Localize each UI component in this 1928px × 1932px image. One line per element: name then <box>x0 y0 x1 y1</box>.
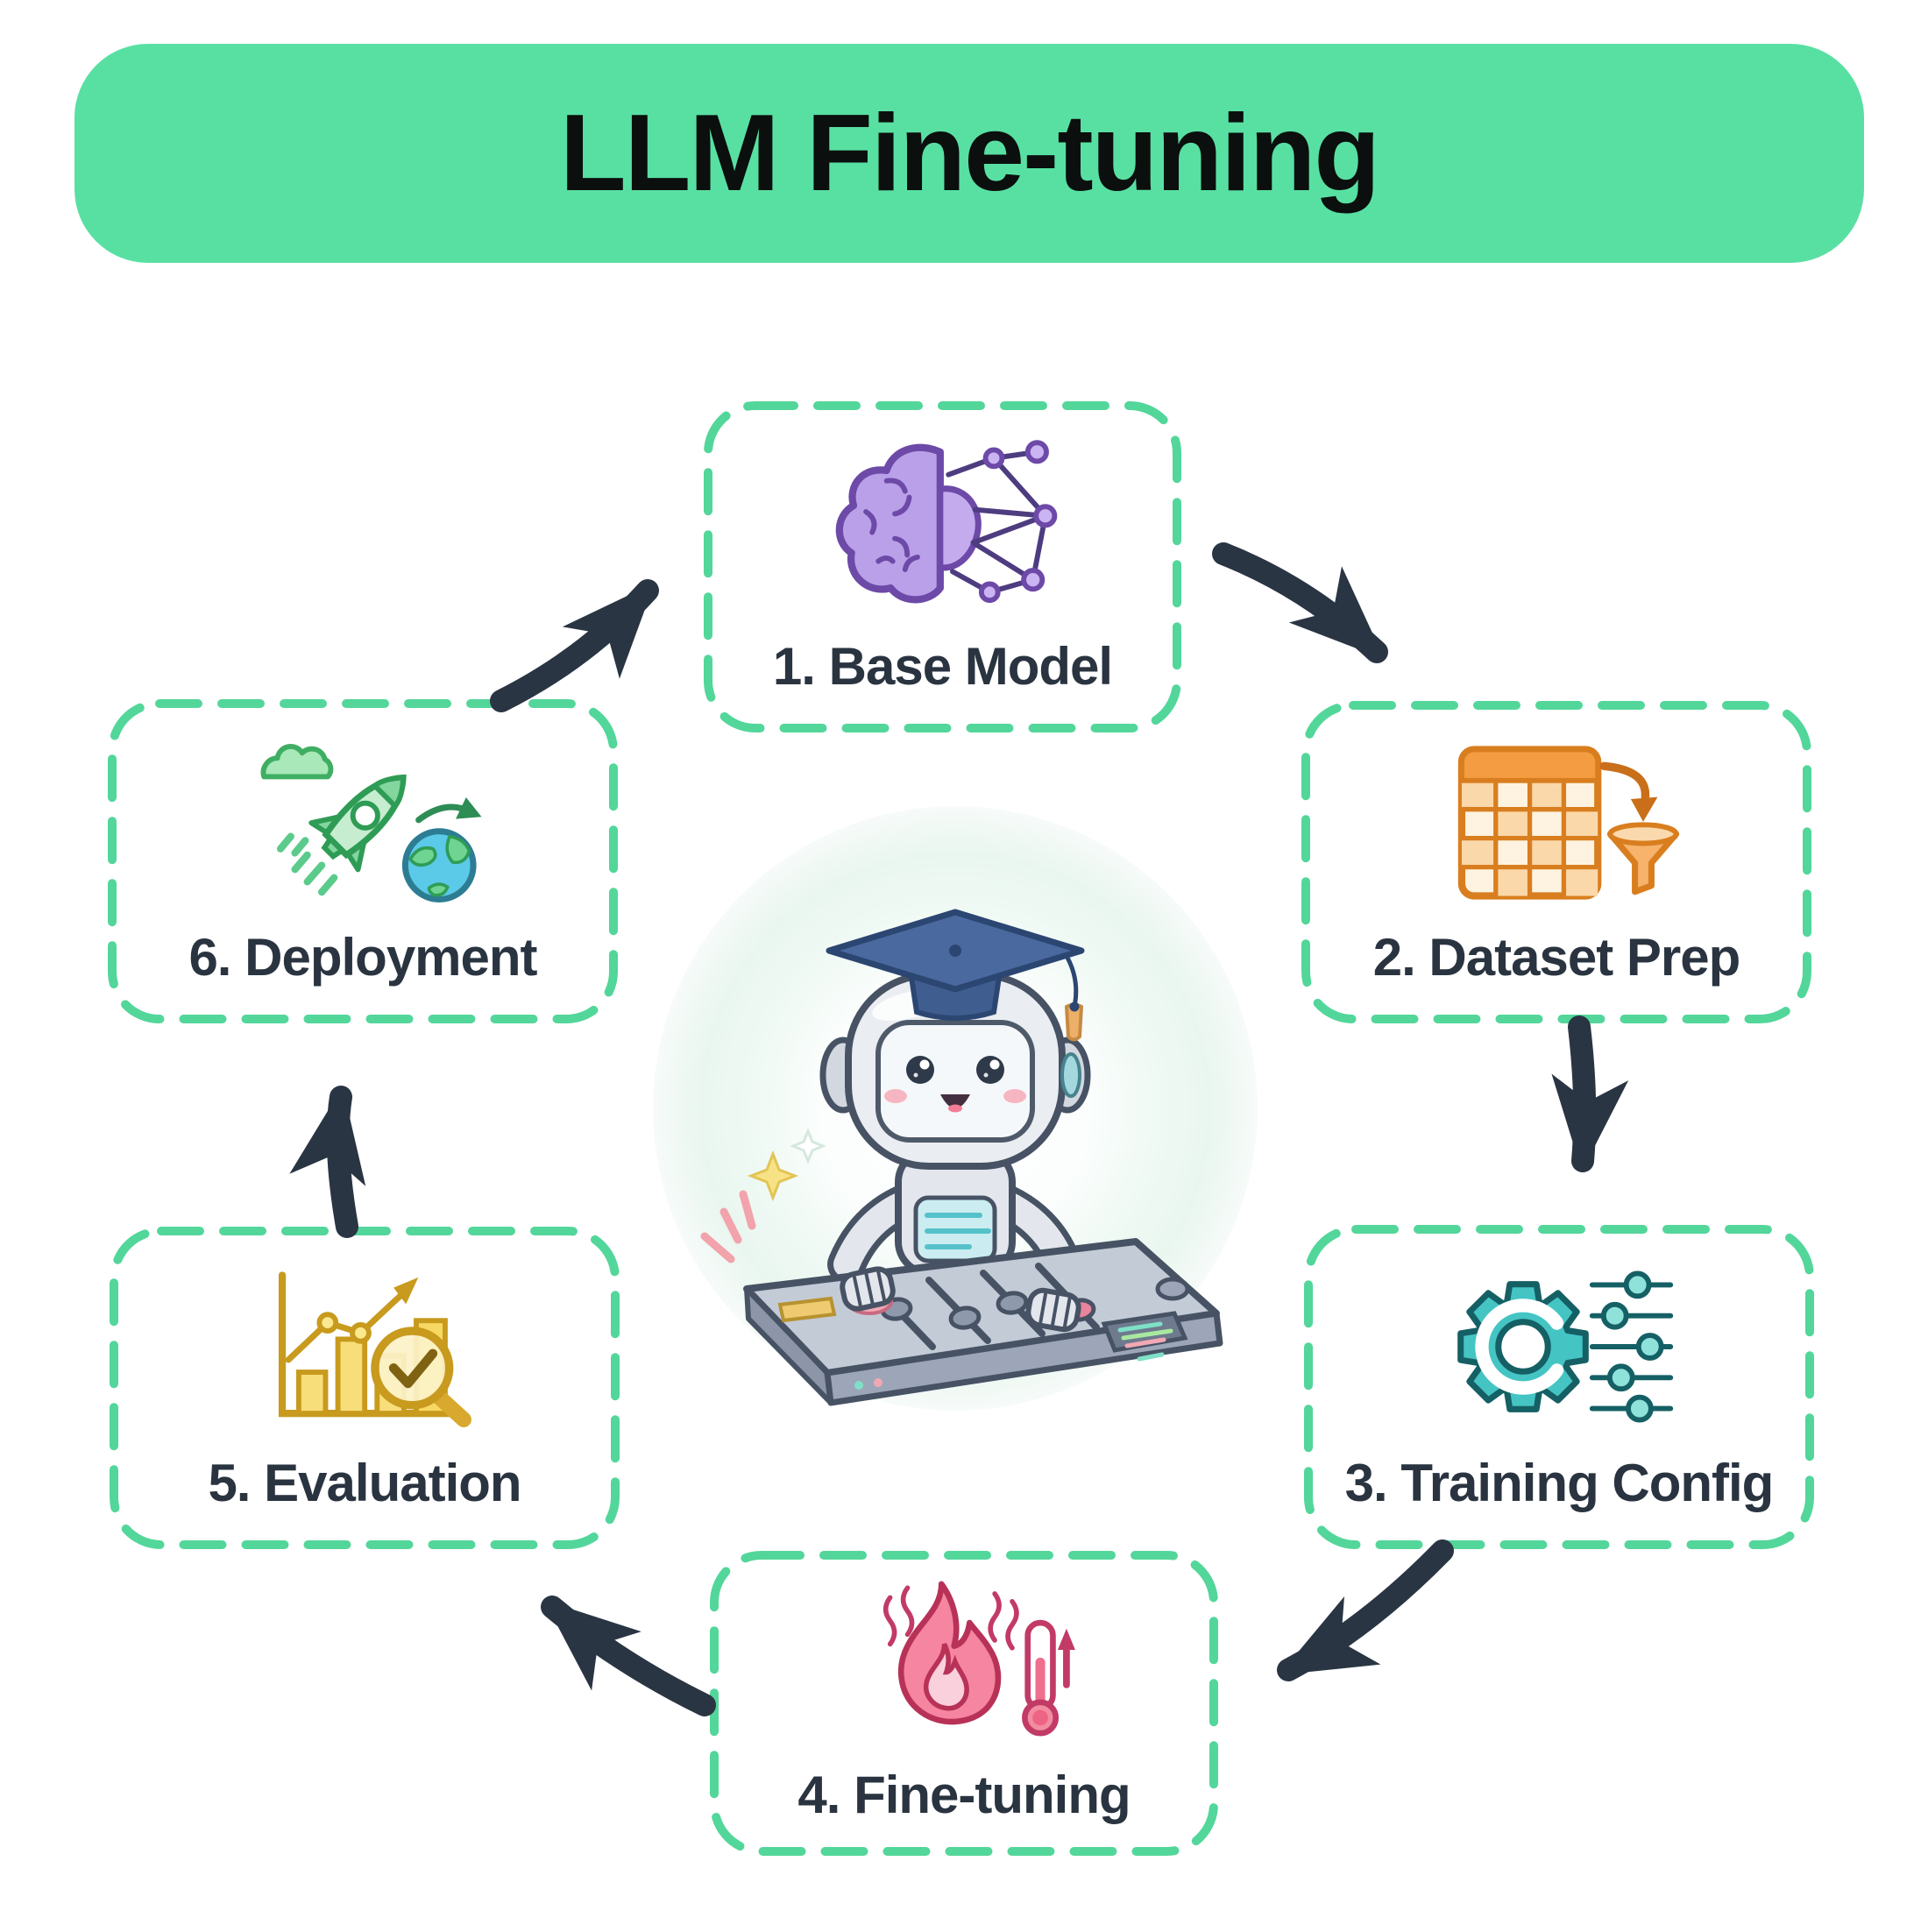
robot-hands <box>840 1266 1081 1333</box>
star-sparkle-icon <box>747 1150 799 1202</box>
step-label-3: 3. Training Config <box>1344 1454 1775 1512</box>
arrow-5-to-6 <box>289 1086 366 1238</box>
step-box-fine-tuning: 4. Fine-tuning <box>714 1555 1214 1851</box>
check-mark <box>388 1348 437 1389</box>
face-screen <box>875 1020 1035 1143</box>
step-label-5: 5. Evaluation <box>208 1454 521 1512</box>
robot-mascot-illustration <box>653 806 1258 1411</box>
rocket <box>308 774 407 873</box>
step-box-training-config: 3. Training Config <box>1308 1229 1810 1545</box>
step-box-deployment: 6. Deployment <box>112 704 613 1019</box>
step-label-6: 6. Deployment <box>188 928 537 987</box>
cycle-arrows <box>289 542 1629 1716</box>
smile-mouth <box>940 1094 970 1108</box>
right-eye <box>976 1056 1004 1084</box>
arrow-2-to-3 <box>1551 1016 1629 1172</box>
graduation-cap-icon <box>826 909 1085 1042</box>
robot-head <box>819 972 1091 1170</box>
step-label-2: 2. Dataset Prep <box>1372 928 1741 987</box>
left-eye <box>906 1056 934 1084</box>
arrow-6-to-1 <box>490 579 659 712</box>
cloud-icon <box>260 744 334 780</box>
step-box-base-model: 1. Base Model <box>708 406 1177 728</box>
bar-chart-magnifier-icon <box>278 1271 471 1427</box>
step-box-evaluation: 5. Evaluation <box>114 1231 615 1545</box>
arrow-1-to-2 <box>1212 542 1388 663</box>
step-label-1: 1. Base Model <box>772 637 1113 696</box>
step-label-4: 4. Fine-tuning <box>797 1766 1131 1824</box>
flame-thermometer-icon <box>883 1581 1076 1737</box>
tuning-console <box>743 1238 1223 1406</box>
title-banner: LLM Fine-tuning <box>74 44 1864 263</box>
yellow-pad-button <box>777 1296 837 1323</box>
white-sparkle-icon <box>790 1128 826 1164</box>
page-title: LLM Fine-tuning <box>559 93 1380 214</box>
arrow-4-to-5 <box>541 1596 716 1716</box>
step-box-border-6 <box>108 699 618 1023</box>
gear-sliders-icon <box>1457 1270 1673 1423</box>
rocket-globe-icon <box>260 744 482 902</box>
gray-knob <box>1155 1277 1190 1301</box>
spark-accents <box>700 1128 826 1263</box>
brain-network-icon <box>836 440 1058 604</box>
step-box-dataset-prep: 2. Dataset Prep <box>1306 705 1807 1019</box>
table-funnel-icon <box>1457 746 1679 900</box>
arrow-3-to-4 <box>1277 1539 1454 1681</box>
